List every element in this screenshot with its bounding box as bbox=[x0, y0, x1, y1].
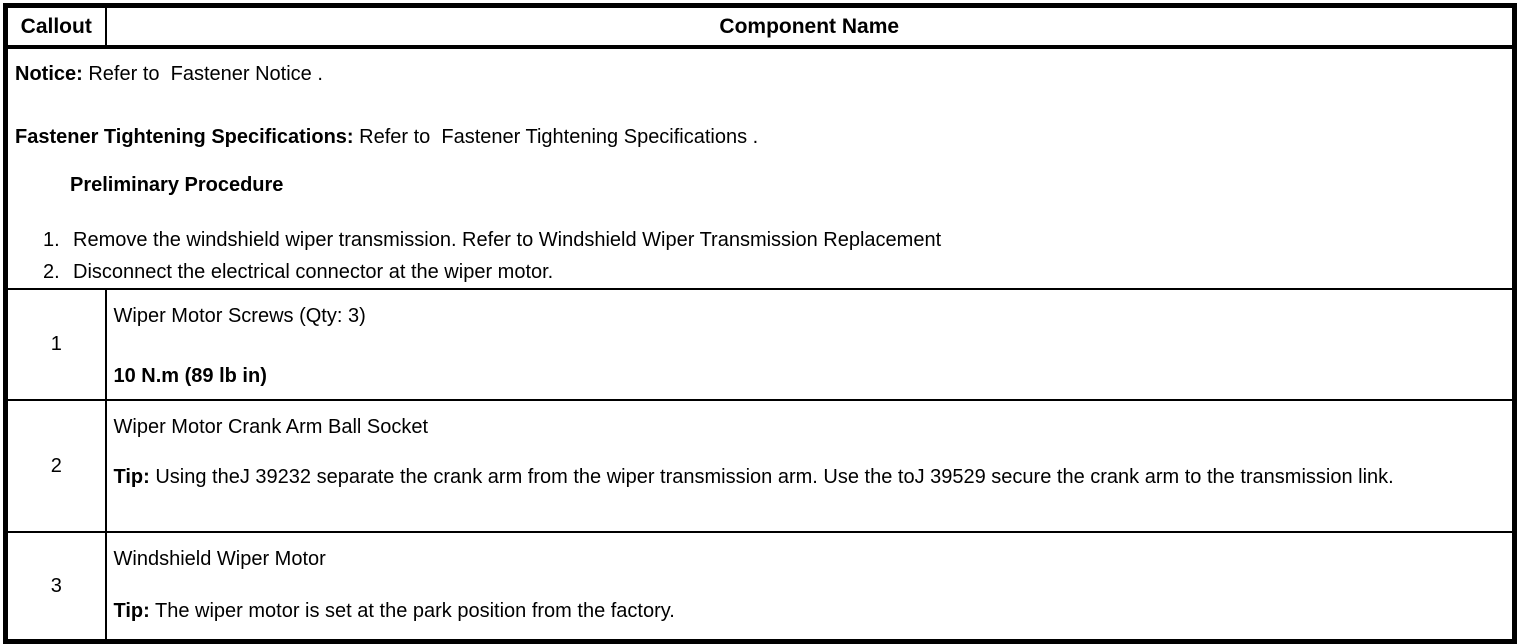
step-item-1: 1. Remove the windshield wiper transmiss… bbox=[15, 224, 1498, 256]
notice-row: Notice: Refer to Fastener Notice . Faste… bbox=[4, 46, 1516, 290]
component-name: Wiper Motor Screws (Qty: 3) bbox=[113, 305, 366, 327]
component-detail: 10 N.m (89 lb in) bbox=[114, 360, 1497, 392]
fastener-tightening-specs-line: Fastener Tightening Specifications: Refe… bbox=[15, 121, 1498, 153]
step-text: Disconnect the electrical connector at t… bbox=[73, 261, 554, 283]
tip-text: The wiper motor is set at the park posit… bbox=[149, 600, 675, 622]
windshield-wiper-transmission-replacement-link[interactable]: Windshield Wiper Transmission Replacemen… bbox=[538, 229, 942, 251]
notice-prefix-text: Refer to bbox=[82, 63, 171, 85]
component-detail: Tip: Using theJ 39232 separate the crank… bbox=[114, 461, 1497, 493]
step-item-2: 2. Disconnect the electrical connector a… bbox=[15, 256, 1498, 288]
preliminary-procedure-steps: 1. Remove the windshield wiper transmiss… bbox=[15, 224, 1498, 288]
fastener-tightening-specs-label: Fastener Tightening Specifications: bbox=[15, 126, 354, 148]
notice-label: Notice: bbox=[15, 63, 83, 85]
step-number: 1. bbox=[43, 229, 60, 251]
fts-prefix-text: Refer to bbox=[353, 126, 442, 148]
table-row: 2 Wiper Motor Crank Arm Ball Socket Tip:… bbox=[4, 399, 1516, 533]
table-row: 3 Windshield Wiper Motor Tip: The wiper … bbox=[4, 531, 1516, 643]
component-cell: Wiper Motor Crank Arm Ball Socket Tip: U… bbox=[104, 399, 1516, 533]
callout-component-table: Callout Component Name Notice: Refer to … bbox=[3, 3, 1517, 644]
torque-spec: 10 N.m (89 lb in) bbox=[113, 365, 267, 387]
step-number: 2. bbox=[43, 261, 60, 283]
component-name: Windshield Wiper Motor bbox=[113, 548, 326, 570]
notice-suffix-text: . bbox=[311, 63, 323, 85]
fts-suffix-text: . bbox=[747, 126, 759, 148]
component-cell: Wiper Motor Screws (Qty: 3) 10 N.m (89 l… bbox=[104, 288, 1516, 401]
component-name: Wiper Motor Crank Arm Ball Socket bbox=[113, 416, 429, 438]
component-cell: Windshield Wiper Motor Tip: The wiper mo… bbox=[104, 531, 1516, 643]
fastener-tightening-specs-link[interactable]: Fastener Tightening Specifications bbox=[441, 126, 748, 148]
tip-label: Tip: bbox=[113, 600, 150, 622]
callout-number: 1 bbox=[4, 288, 107, 401]
fastener-notice-line: Notice: Refer to Fastener Notice . bbox=[15, 58, 1498, 90]
step-text: Remove the windshield wiper transmission… bbox=[73, 229, 942, 251]
tip-label: Tip: bbox=[113, 466, 150, 488]
component-name-column-header: Component Name bbox=[104, 4, 1516, 49]
table-row: 1 Wiper Motor Screws (Qty: 3) 10 N.m (89… bbox=[4, 288, 1516, 401]
component-detail: Tip: The wiper motor is set at the park … bbox=[114, 595, 1497, 627]
notice-cell: Notice: Refer to Fastener Notice . Faste… bbox=[4, 46, 1516, 290]
callout-number: 3 bbox=[4, 531, 107, 643]
tip-text: Using theJ 39232 separate the crank arm … bbox=[149, 466, 1394, 488]
fastener-notice-link[interactable]: Fastener Notice bbox=[170, 63, 312, 85]
preliminary-procedure-heading: Preliminary Procedure bbox=[70, 174, 284, 196]
callout-column-header: Callout bbox=[4, 4, 107, 49]
table-header-row: Callout Component Name bbox=[4, 4, 1516, 49]
callout-number: 2 bbox=[4, 399, 107, 533]
